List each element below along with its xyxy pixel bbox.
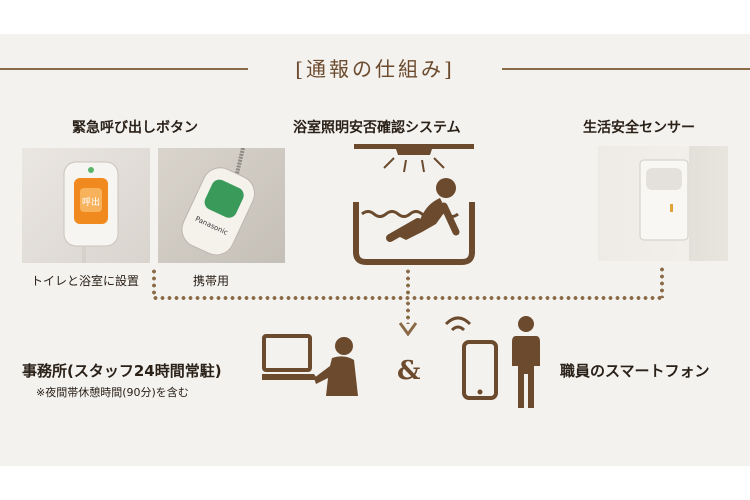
title-divider-left: [0, 68, 248, 70]
sensor-illustration: [639, 159, 689, 241]
caption-portable: 携帯用: [193, 274, 230, 288]
heading-sensor: 生活安全センサー: [583, 120, 695, 136]
office-worker-icon: [262, 334, 358, 396]
connector-horizontal: [152, 296, 664, 300]
call-button-text: 呼出: [82, 196, 100, 208]
portable-button-illustration: Panasonic: [181, 148, 256, 256]
connector-down: [406, 300, 410, 324]
photo-wall-call-button: 呼出: [22, 148, 150, 263]
connector-sensor: [660, 266, 664, 298]
photo-life-safety-sensor: [598, 146, 728, 261]
heading-call-button: 緊急呼び出しボタン: [72, 120, 198, 136]
heading-bath-system: 浴室照明安否確認システム: [293, 120, 461, 136]
connector-call-button: [152, 268, 156, 298]
wall-call-button-illustration: 呼出: [63, 161, 119, 263]
smartphone-staff-icon: [444, 316, 540, 408]
diagram-title: [通報の仕組み]: [295, 57, 455, 81]
title-divider-right: [502, 68, 750, 70]
connector-bath-system: [406, 268, 410, 298]
smartphone-label: 職員のスマートフォン: [560, 362, 710, 380]
office-note: ※夜間帯休憩時間(90分)を含む: [36, 386, 189, 399]
office-label: 事務所(スタッフ24時間常駐): [22, 362, 222, 380]
arrow-down-icon: [399, 322, 417, 336]
caption-wall-install: トイレと浴室に設置: [31, 274, 140, 288]
photo-portable-button: Panasonic: [158, 148, 285, 263]
ampersand-connector: &: [397, 356, 421, 386]
bath-system-icon: [353, 144, 475, 265]
